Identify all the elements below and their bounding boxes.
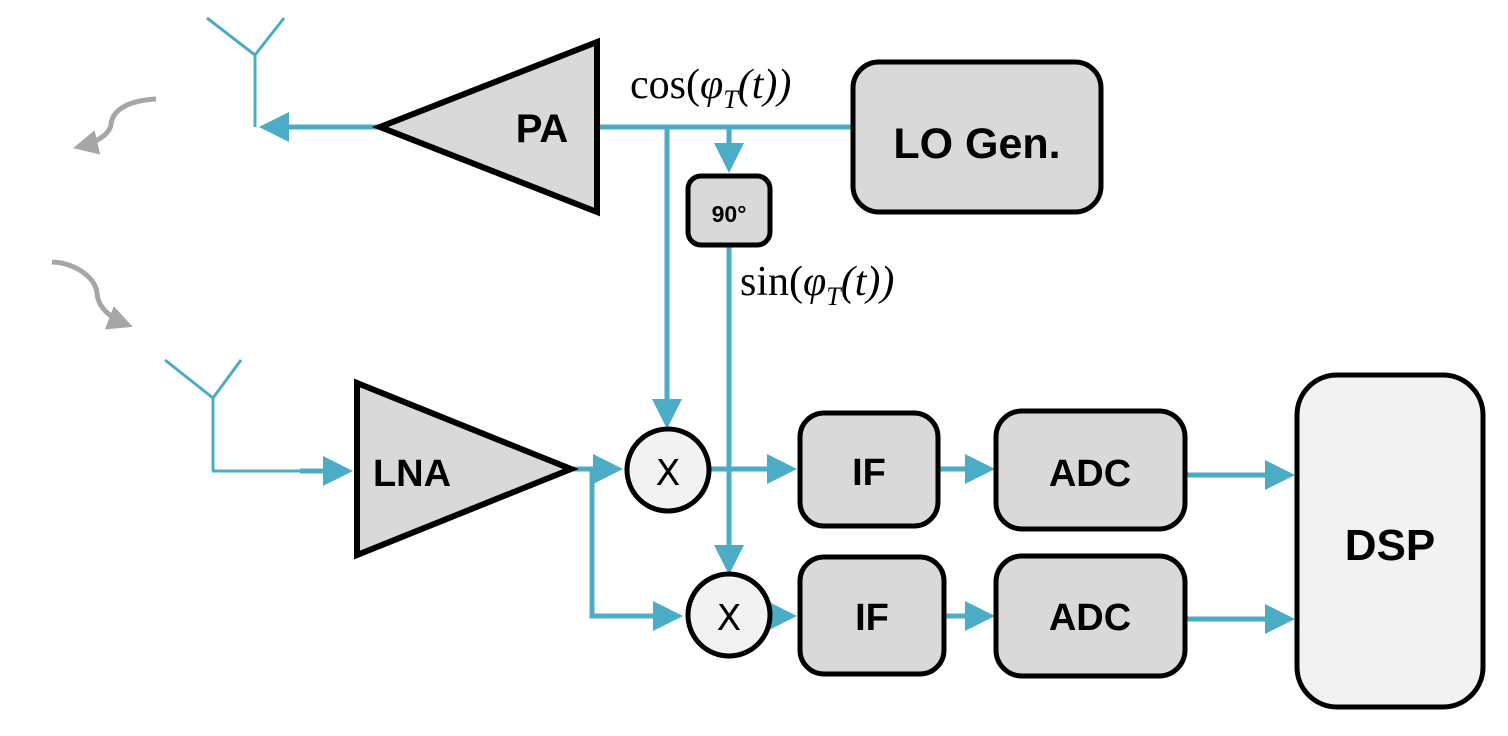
adc-i-label: ADC xyxy=(1049,453,1131,495)
lna-label: LNA xyxy=(373,453,451,495)
dsp-block[interactable]: DSP xyxy=(1294,372,1486,710)
adc-q-label: ADC xyxy=(1049,597,1131,639)
if-i-block[interactable]: IF xyxy=(797,410,941,529)
dsp-label: DSP xyxy=(1345,521,1435,570)
lna-block[interactable]: LNA xyxy=(354,378,580,560)
lna-to-mixer-q-wire xyxy=(589,469,683,631)
received-wave-arrow xyxy=(51,259,133,330)
sin-signal-label: sin(φT(t)) xyxy=(740,259,894,311)
adc-i-block[interactable]: ADC xyxy=(993,408,1188,532)
lo-gen-label: LO Gen. xyxy=(893,120,1060,168)
pa-label: PA xyxy=(516,107,569,151)
mixer-q-block[interactable]: X xyxy=(685,571,773,659)
rx-antenna-icon xyxy=(164,358,345,473)
transmitted-wave-arrow xyxy=(73,96,157,155)
tx-antenna-icon xyxy=(206,16,286,127)
mixer-i-label: X xyxy=(656,453,681,494)
if-q-label: IF xyxy=(855,597,889,639)
mixer-i-block[interactable]: X xyxy=(624,426,712,514)
phase-shift-block[interactable]: 90° xyxy=(685,173,773,248)
pa-block[interactable]: PA xyxy=(371,37,600,217)
mixer-q-label: X xyxy=(717,598,742,639)
lo-gen-block[interactable]: LO Gen. xyxy=(850,59,1104,215)
if-q-block[interactable]: IF xyxy=(797,554,947,677)
phase-shift-label: 90° xyxy=(712,201,747,227)
if-i-label: IF xyxy=(852,452,886,494)
cos-signal-label: cos(φT(t)) xyxy=(630,62,791,114)
adc-q-block[interactable]: ADC xyxy=(993,553,1188,679)
